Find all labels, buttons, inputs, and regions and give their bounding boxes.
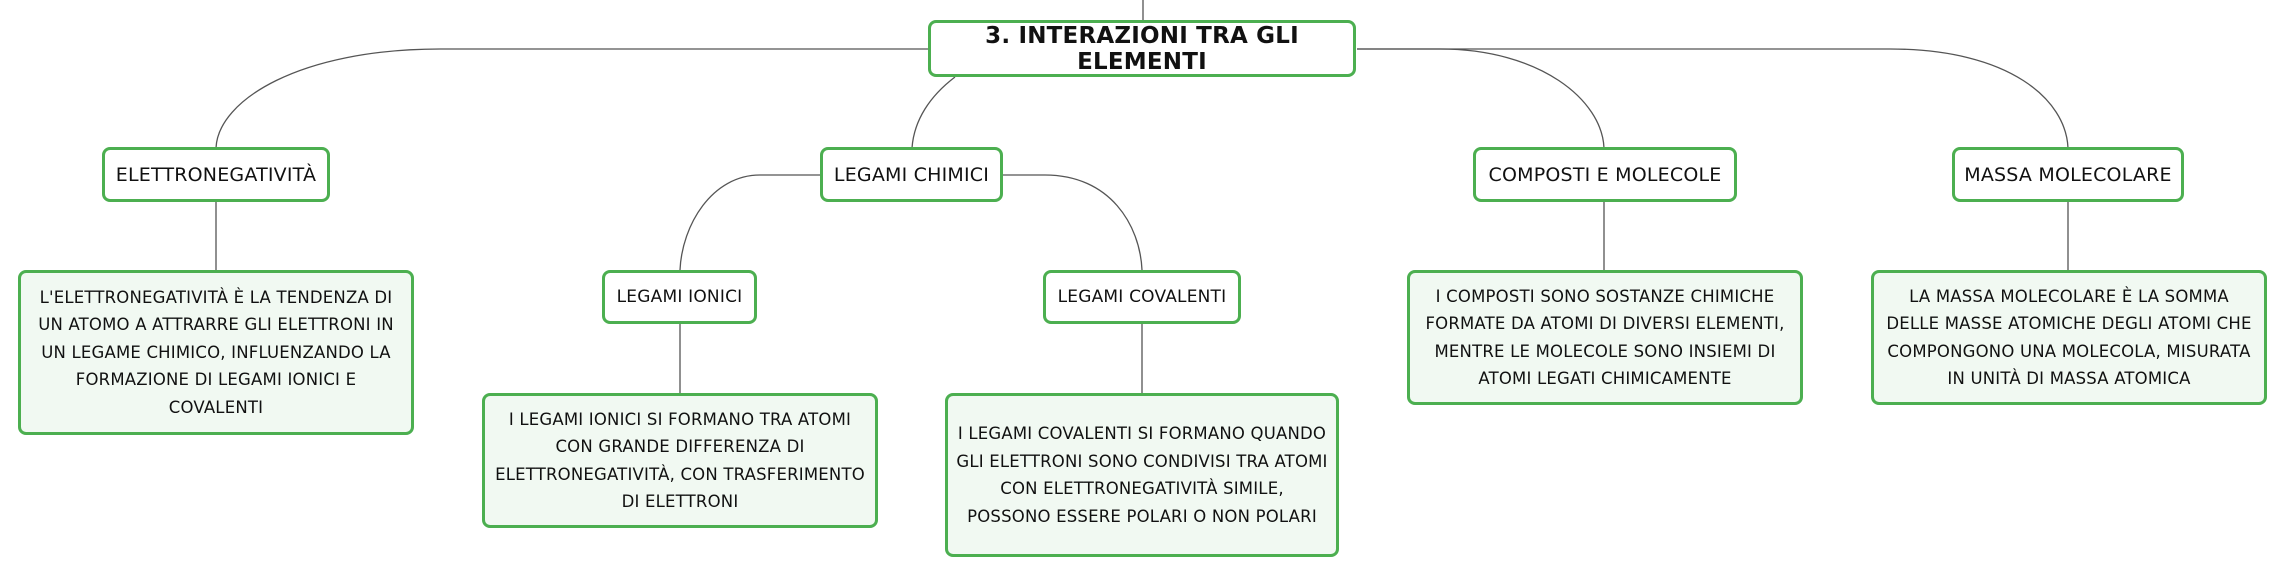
connector-root-massa: [1357, 48, 2069, 149]
connector-root-composti: [1357, 48, 1605, 149]
detail-composti-molecole[interactable]: I COMPOSTI SONO SOSTANZE CHIMICHE FORMAT…: [1407, 270, 1803, 405]
detail-legami-covalenti[interactable]: I LEGAMI COVALENTI SI FORMANO QUANDO GLI…: [945, 393, 1339, 557]
root-topic-label: 3. INTERAZIONI TRA GLI ELEMENTI: [985, 22, 1299, 75]
topic-massa-molecolare[interactable]: MASSA MOLECOLARE: [1952, 147, 2184, 202]
topic-composti-molecole-label: COMPOSTI E MOLECOLE: [1488, 163, 1722, 186]
connector-legami-covalenti: [1001, 174, 1143, 271]
detail-massa-molecolare-text: LA MASSA MOLECOLARE È LA SOMMA DELLE MAS…: [1886, 286, 2252, 389]
subtopic-legami-covalenti[interactable]: LEGAMI COVALENTI: [1043, 270, 1241, 324]
topic-elettronegativita[interactable]: ELETTRONEGATIVITÀ: [102, 147, 330, 202]
topic-composti-molecole[interactable]: COMPOSTI E MOLECOLE: [1473, 147, 1737, 202]
detail-elettronegativita[interactable]: L'ELETTRONEGATIVITÀ È LA TENDENZA DI UN …: [18, 270, 414, 435]
detail-elettronegativita-text: L'ELETTRONEGATIVITÀ È LA TENDENZA DI UN …: [38, 287, 394, 417]
topic-massa-molecolare-label: MASSA MOLECOLARE: [1964, 163, 2172, 186]
connector-legami-ionici: [679, 174, 822, 271]
connector-root-elettronegativita: [215, 48, 930, 149]
detail-legami-covalenti-text: I LEGAMI COVALENTI SI FORMANO QUANDO GLI…: [956, 424, 1328, 526]
subtopic-legami-ionici-label: LEGAMI IONICI: [616, 287, 743, 307]
connector-root-legami-chimici: [911, 76, 956, 149]
root-topic[interactable]: 3. INTERAZIONI TRA GLI ELEMENTI: [928, 20, 1356, 77]
detail-legami-ionici-text: I LEGAMI IONICI SI FORMANO TRA ATOMI CON…: [495, 409, 865, 512]
detail-legami-ionici[interactable]: I LEGAMI IONICI SI FORMANO TRA ATOMI CON…: [482, 393, 878, 528]
detail-massa-molecolare[interactable]: LA MASSA MOLECOLARE È LA SOMMA DELLE MAS…: [1871, 270, 2267, 405]
subtopic-legami-covalenti-label: LEGAMI COVALENTI: [1057, 287, 1227, 307]
topic-legami-chimici[interactable]: LEGAMI CHIMICI: [820, 147, 1003, 202]
topic-elettronegativita-label: ELETTRONEGATIVITÀ: [115, 163, 317, 186]
topic-legami-chimici-label: LEGAMI CHIMICI: [833, 163, 990, 186]
subtopic-legami-ionici[interactable]: LEGAMI IONICI: [602, 270, 757, 324]
detail-composti-molecole-text: I COMPOSTI SONO SOSTANZE CHIMICHE FORMAT…: [1425, 286, 1785, 389]
